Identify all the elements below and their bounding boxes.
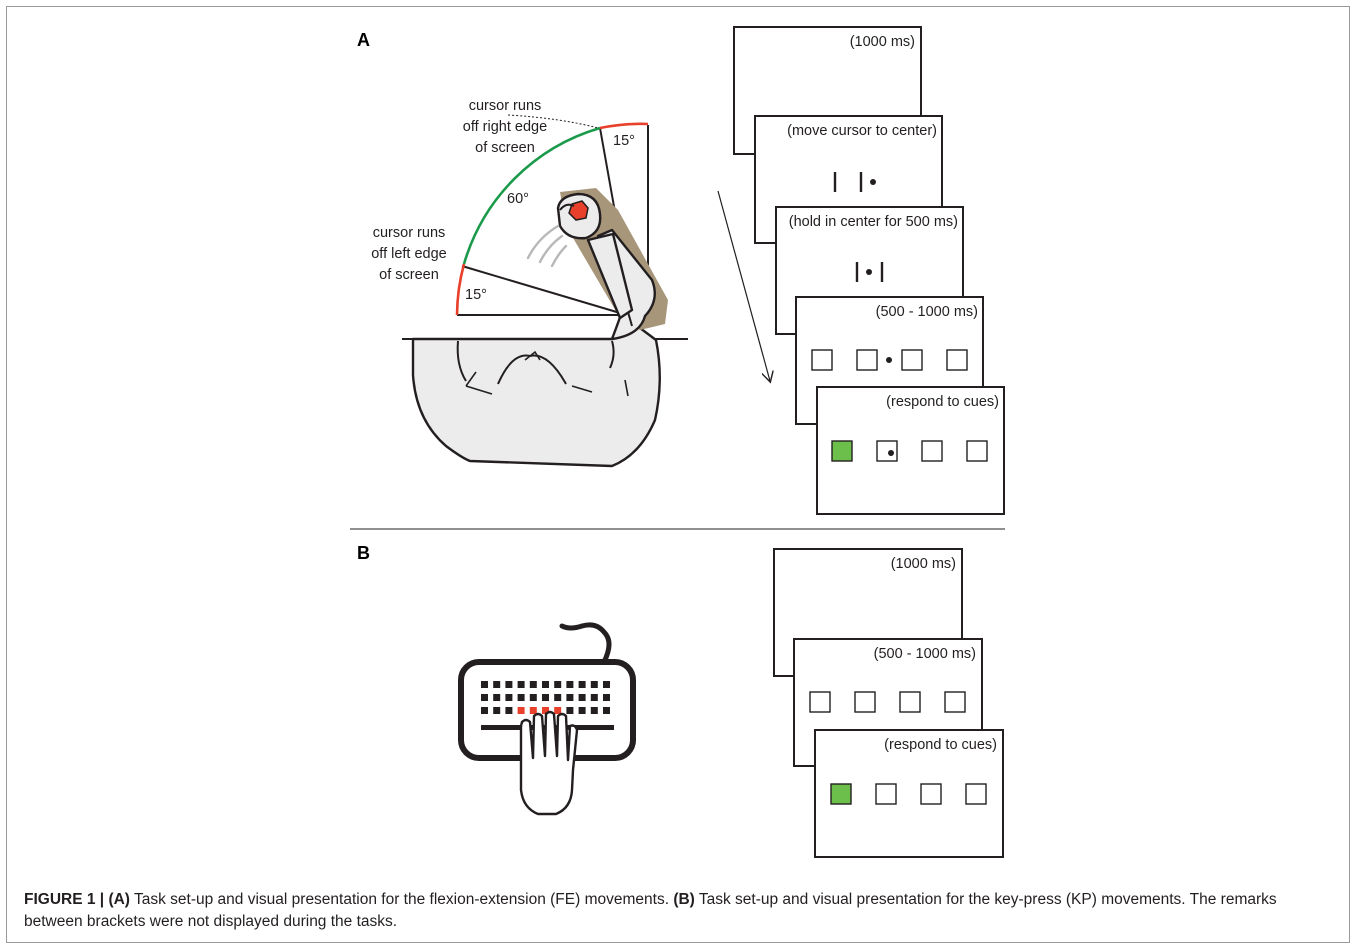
panel-b-screens (773, 548, 1004, 858)
figure-frame (6, 6, 1350, 943)
keyboard-key (578, 681, 586, 688)
right-edge-text-2: off right edge (463, 119, 547, 135)
keyboard-key (481, 707, 488, 714)
keyboard-key (554, 707, 562, 714)
keyboard-key (566, 681, 574, 688)
keyboard-key (542, 694, 549, 701)
person-top-view (411, 320, 661, 468)
keyboard-key (566, 694, 574, 701)
red-arc-left (455, 263, 466, 316)
caption-part-b-label: (B) (673, 891, 695, 908)
leader-line (507, 114, 599, 129)
keyboard-key (517, 681, 525, 688)
screen-b1-label: (1000 ms) (891, 556, 956, 572)
keyboard-key (481, 694, 488, 701)
panel-b-label: B (357, 543, 370, 563)
caption-part-a-label: (A) (108, 891, 130, 908)
screen-b3-label: (respond to cues) (884, 737, 997, 753)
keyboard-key (590, 681, 598, 688)
keyboard-key (481, 681, 488, 688)
keyboard-key (603, 681, 610, 688)
green-cue-b (830, 783, 852, 805)
keyboard-key (566, 707, 574, 714)
angle-mid-label: 60° (507, 191, 529, 207)
keyboard-key (529, 681, 537, 688)
keyboard-key (578, 694, 586, 701)
keyboard-key (590, 707, 598, 714)
screen-b2-content (809, 691, 966, 713)
keyboard-key (505, 694, 513, 701)
keyboard-key (542, 707, 549, 714)
keyboard-key (505, 681, 513, 688)
left-edge-text-2: off left edge (371, 246, 447, 262)
keyboard-key (590, 694, 598, 701)
green-cue (831, 440, 853, 462)
left-edge-text-1: cursor runs (373, 225, 446, 241)
keyboard-key (517, 694, 525, 701)
screen-a5-label: (respond to cues) (886, 394, 999, 410)
screen-a4-content (811, 349, 968, 371)
angle-top-label: 15° (613, 133, 635, 149)
keyboard-key (603, 694, 610, 701)
screen-a2-label: (move cursor to center) (787, 123, 937, 139)
keyboard-key (517, 707, 525, 714)
keyboard-illustration (458, 622, 636, 816)
screen-a3-content (855, 262, 884, 282)
keyboard-key (529, 694, 537, 701)
screen-b3-content (830, 783, 987, 805)
keyboard-key (542, 681, 549, 688)
figure-caption: FIGURE 1 | (A) Task set-up and visual pr… (24, 889, 1334, 933)
left-edge-text-3: of screen (379, 267, 439, 283)
keyboard-key (554, 694, 562, 701)
caption-part-a-text: Task set-up and visual presentation for … (129, 891, 674, 908)
keyboard-key (505, 707, 513, 714)
arm (556, 192, 656, 341)
keyboard-key (493, 694, 501, 701)
screen-b2-label: (500 - 1000 ms) (874, 646, 976, 662)
keyboard-key (578, 707, 586, 714)
keyboard-key (603, 707, 610, 714)
caption-figure-label: FIGURE 1 | (24, 891, 109, 908)
screen-a3-label: (hold in center for 500 ms) (789, 214, 958, 230)
right-edge-text-1: cursor runs (469, 98, 542, 114)
green-arc (462, 126, 601, 265)
keyboard-key (493, 681, 501, 688)
screen-a5-content (831, 440, 988, 462)
screen-a1-label: (1000 ms) (850, 34, 915, 50)
right-edge-text-3: of screen (475, 140, 535, 156)
keyboard-key (493, 707, 501, 714)
screen-a4-label: (500 - 1000 ms) (876, 304, 978, 320)
keyboard-key (554, 681, 562, 688)
panel-a-label: A (357, 30, 370, 50)
angle-bottom-label: 15° (465, 287, 487, 303)
keyboard-key (529, 707, 537, 714)
caption-part-b-text: Task set-up and visual presentation for … (24, 891, 1277, 930)
motion-lines (526, 224, 568, 268)
screen-b3 (814, 729, 1004, 858)
timeline-arrow (717, 190, 770, 381)
screen-a2-content (833, 172, 876, 192)
red-arc-top (599, 122, 649, 130)
